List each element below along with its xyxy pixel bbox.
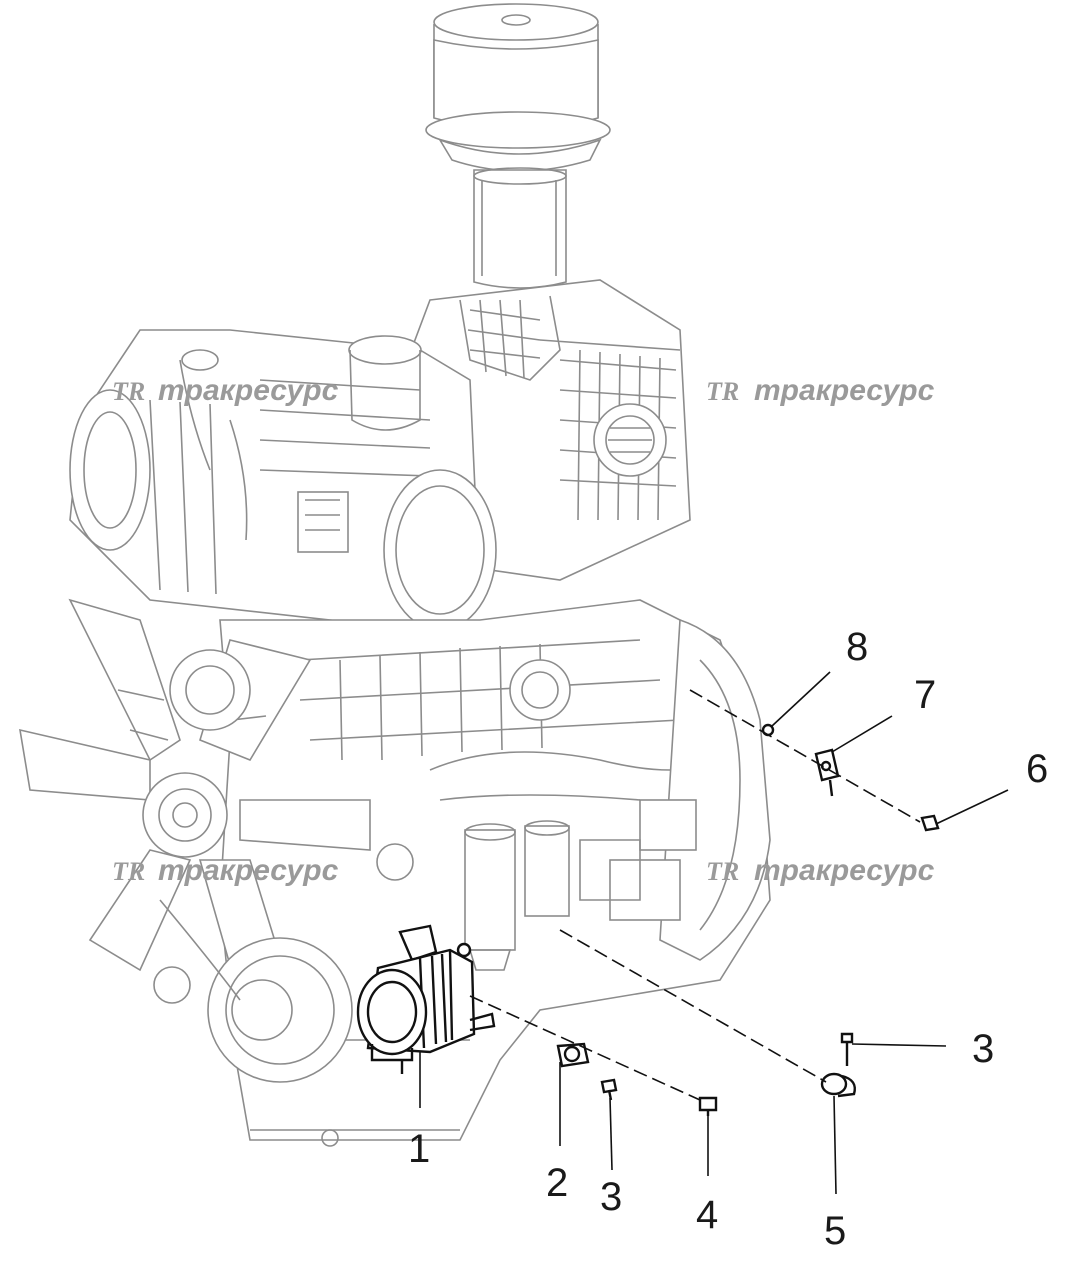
watermark-bottom-left: TR тракресурс bbox=[112, 854, 339, 887]
assembly-lines bbox=[469, 689, 921, 1101]
callout-3-upper: 3 bbox=[972, 1027, 994, 1071]
callouts: 1 2 3 3 4 5 6 7 8 bbox=[408, 625, 1048, 1253]
watermark-logo: TR bbox=[706, 857, 739, 886]
watermark-top-left: TR тракресурс bbox=[112, 374, 339, 407]
part-alternator bbox=[356, 924, 496, 1074]
watermark-text: тракресурс bbox=[754, 374, 935, 407]
watermark-text: тракресурс bbox=[158, 854, 339, 887]
watermark-text: тракресурс bbox=[754, 854, 935, 887]
callout-2: 2 bbox=[546, 1161, 568, 1205]
part-clamp-5 bbox=[820, 1072, 856, 1098]
cooling-fan bbox=[19, 598, 414, 1083]
watermark-top-right: TR тракресурс bbox=[706, 374, 935, 407]
watermark-logo: TR bbox=[706, 377, 739, 406]
callout-5: 5 bbox=[824, 1209, 846, 1253]
part-bolt-6 bbox=[920, 814, 940, 832]
assembly-line-top bbox=[689, 689, 921, 823]
assembly-line-lower bbox=[469, 995, 701, 1101]
watermark-bottom-right: TR тракресурс bbox=[706, 854, 935, 887]
watermark-logo: TR bbox=[112, 857, 145, 886]
assembly-line-right bbox=[559, 929, 827, 1083]
part-clamp-2 bbox=[556, 1042, 590, 1068]
part-bolt-3a bbox=[600, 1078, 618, 1101]
exhaust-aftertreatment bbox=[69, 329, 497, 631]
part-bolt-3b bbox=[840, 1032, 854, 1066]
watermark-text: тракресурс bbox=[158, 374, 339, 407]
leader-lines bbox=[419, 671, 1009, 1195]
callout-1: 1 bbox=[408, 1127, 430, 1171]
callout-7: 7 bbox=[914, 673, 936, 717]
callout-3-lower: 3 bbox=[600, 1175, 622, 1219]
callout-6: 6 bbox=[1026, 747, 1048, 791]
callout-8: 8 bbox=[846, 625, 868, 669]
air-cleaner bbox=[425, 3, 611, 289]
callout-4: 4 bbox=[696, 1193, 718, 1237]
watermark-logo: TR bbox=[112, 377, 145, 406]
engine-assembly bbox=[19, 3, 771, 1147]
part-bolt-4 bbox=[698, 1096, 718, 1116]
